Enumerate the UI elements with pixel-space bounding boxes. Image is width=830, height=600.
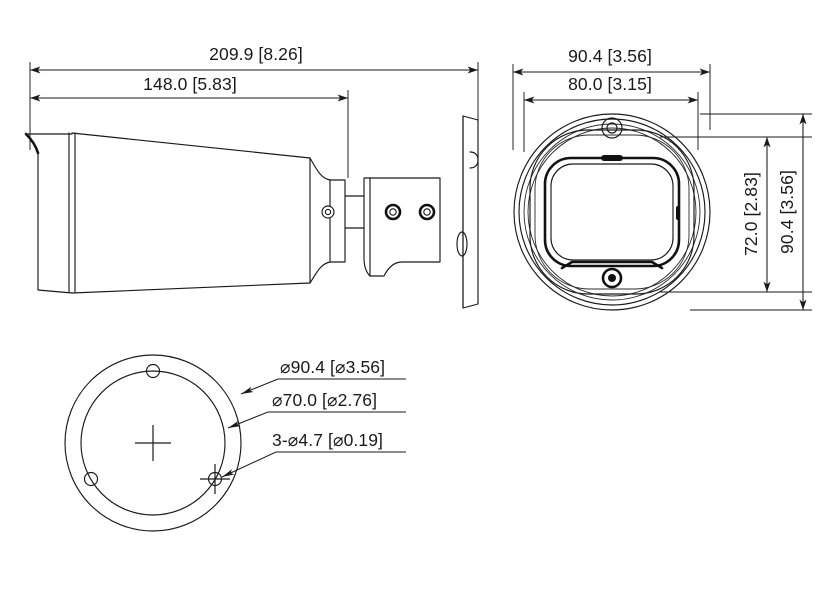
wall-plate-cable-hole: [456, 231, 468, 257]
mount-base-view: ⌀90.4 [⌀3.56] ⌀70.0 [⌀2.76] 3-⌀4.7 [⌀0.1…: [64, 354, 406, 532]
bottom-mic-circle: [601, 267, 623, 289]
front-housing-ring-4: [527, 127, 697, 297]
front-vent-slot: [601, 155, 623, 161]
bracket-screw-2-outer: [418, 203, 436, 221]
front-bezel-ring-1: [529, 129, 695, 295]
bracket-arm-outline: [363, 177, 441, 277]
sunshade-front-lip: [24, 132, 40, 155]
front-inner-height-text: 72.0 [2.83]: [741, 172, 761, 256]
camera-rear-neck: [309, 157, 346, 284]
bracket-screw-1-inner: [389, 208, 397, 216]
wall-plate-body: [462, 115, 479, 309]
pivot-screw-inner: [324, 208, 332, 216]
front-outer-height-text: 90.4 [3.56]: [777, 170, 797, 254]
bracket-screw-2-inner: [423, 208, 431, 216]
screw-hole-callout: 3-⌀4.7 [⌀0.19]: [272, 430, 383, 450]
side-body-dim-text: 148.0 [5.83]: [143, 74, 237, 94]
bottom-mic-center: [608, 274, 616, 282]
mount-hole-lower-left: [83, 471, 99, 487]
outer-diameter-callout: ⌀90.4 [⌀3.56]: [280, 357, 385, 377]
lens-lower-step: [560, 260, 664, 270]
screw-hole-leader: [221, 451, 406, 478]
front-outer-width-text: 90.4 [3.56]: [568, 46, 652, 66]
camera-body-outline: [71, 132, 311, 294]
front-view: 90.4 [3.56] 80.0 [3.15] 72.0 [2.83] 90.4…: [512, 46, 812, 311]
base-outer-circle: [64, 354, 242, 532]
front-side-tab: [676, 206, 680, 220]
mount-hole-top: [145, 363, 161, 379]
inner-diameter-callout: ⌀70.0 [⌀2.76]: [272, 390, 377, 410]
top-sensor-circle-outer: [601, 117, 623, 139]
outer-diameter-leader: [240, 378, 406, 395]
front-bezel-ring-2: [534, 134, 690, 290]
inner-diameter-leader: [227, 411, 406, 429]
top-sensor-circle-inner: [606, 122, 618, 134]
sunshade-front-edge: [37, 152, 73, 294]
lens-window-frame-inner: [550, 163, 674, 261]
front-inner-width-text: 80.0 [3.15]: [568, 74, 652, 94]
front-housing-ring-2: [518, 118, 706, 306]
lens-window-frame-outer: [543, 156, 681, 268]
side-view: 209.9 [8.26] 148.0 [5.83]: [24, 44, 479, 309]
front-housing-ring-3: [523, 123, 701, 301]
front-housing-outer-ring: [513, 113, 711, 311]
base-inner-circle: [80, 370, 226, 516]
wall-plate-slot-top: [469, 151, 479, 169]
side-overall-dim-text: 209.9 [8.26]: [209, 44, 303, 64]
bracket-screw-1-outer: [384, 203, 402, 221]
